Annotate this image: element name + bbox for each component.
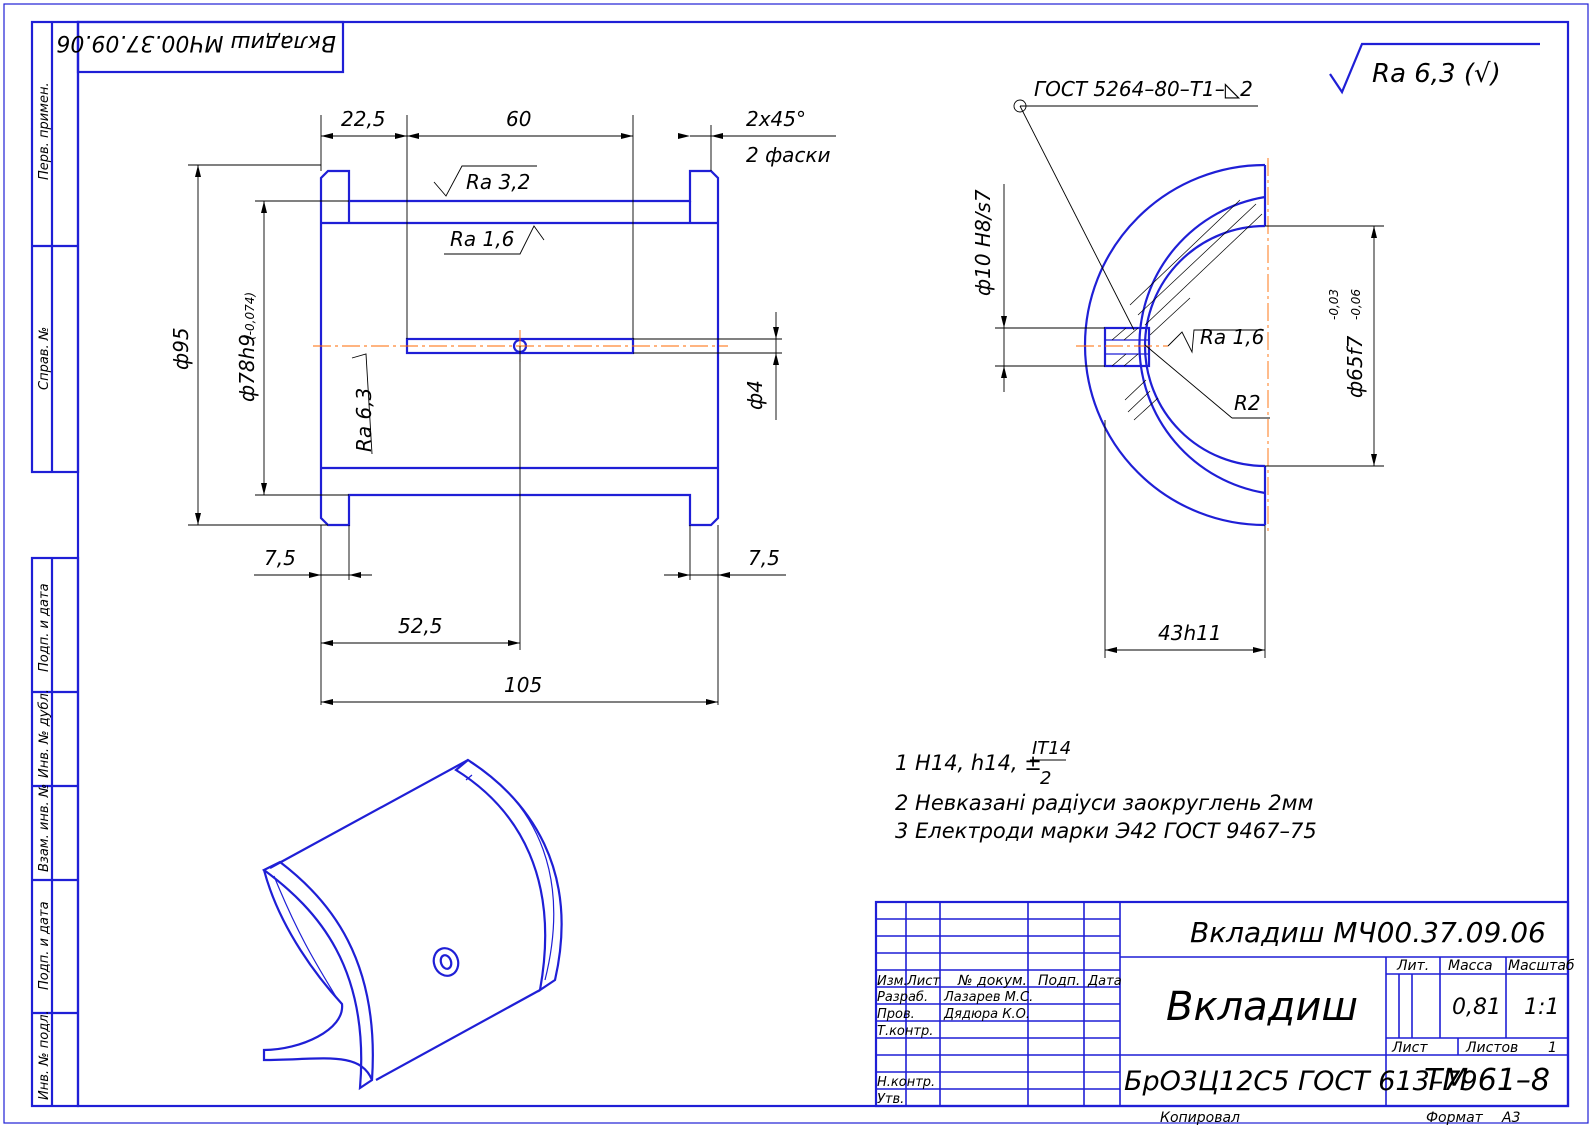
- mirrored-stamp: Вкладиш МЧ00.37.09.06: [56, 20, 345, 74]
- weld-hatching: [1124, 199, 1263, 421]
- note-2: 2 Невказані радіуси заокруглень 2мм: [895, 791, 1313, 815]
- format-value: А3: [1501, 1110, 1520, 1126]
- ra-3-2: Ra 3,2: [466, 170, 530, 194]
- dim-phi-65-tol-top: -0,03: [1327, 289, 1341, 320]
- dim-phi-65-tol-bot: -0,06: [1349, 289, 1363, 320]
- front-dimensions: 22,5 60 2x45° 2 фаски Ra 3,2 Ra 1,6 Ra 6…: [169, 107, 836, 705]
- dim-chamfer: 2x45°: [746, 107, 806, 131]
- hdr-list: Лист: [906, 974, 940, 989]
- strip-label-podp2: Подп. и дата: [37, 901, 52, 990]
- mass-value: 0,81: [1452, 995, 1501, 1020]
- note-1-den: 2: [1040, 768, 1051, 789]
- note-1-num: IT14: [1032, 738, 1071, 759]
- mirrored-stamp-text: Вкладиш МЧ00.37.09.06: [56, 30, 336, 55]
- side-view: [1076, 158, 1269, 532]
- sheet-label: Лист: [1391, 1040, 1428, 1056]
- dim-52-5: 52,5: [398, 614, 443, 638]
- strip-label-podp1: Подп. и дата: [37, 583, 52, 672]
- strip-label-sprav: Справ. №: [37, 327, 52, 390]
- general-roughness-text: Ra 6,3 (√): [1372, 59, 1501, 89]
- title-name: Вкладиш: [1166, 984, 1358, 1030]
- hdr-data: Дата: [1087, 974, 1122, 989]
- strip-label-vzam: Взам. инв. №: [37, 784, 52, 872]
- scale-value: 1:1: [1524, 995, 1559, 1020]
- ra-1-6: Ra 1,6: [450, 227, 514, 251]
- front-view: [313, 169, 728, 527]
- row-role-4: Утв.: [877, 1092, 904, 1107]
- row-role-1: Пров.: [877, 1007, 915, 1022]
- title-block: Вкладиш МЧ00.37.09.06 Вкладиш БрО3Ц12С5 …: [874, 900, 1575, 1126]
- dim-phi-4: ф4: [743, 380, 767, 410]
- dim-chamfer-count: 2 фаски: [746, 143, 831, 167]
- dim-phi-95: ф95: [169, 327, 193, 370]
- dim-105: 105: [504, 673, 542, 697]
- dim-phi-78: ф78h9: [235, 334, 259, 402]
- title-designation: Вкладиш МЧ00.37.09.06: [1190, 916, 1546, 949]
- title-org: ТМ 61–8: [1424, 1063, 1550, 1098]
- row-role-3: Н.контр.: [877, 1075, 935, 1090]
- dim-22-5: 22,5: [341, 107, 386, 131]
- title-material: БрО3Ц12С5 ГОСТ 613–79: [1124, 1066, 1478, 1097]
- dim-7-5-right: 7,5: [748, 546, 780, 570]
- hdr-podp: Подп.: [1038, 973, 1080, 989]
- strip-label-perv: Перв. примен.: [37, 82, 52, 180]
- row-role-2: Т.контр.: [877, 1024, 933, 1039]
- row-name-1: Дядюра К.О.: [943, 1007, 1030, 1022]
- format-label: Формат: [1426, 1110, 1484, 1126]
- row-role-0: Разраб.: [877, 990, 928, 1005]
- dim-r2: R2: [1234, 391, 1261, 415]
- ra-1-6-right: Ra 1,6: [1200, 325, 1264, 349]
- note-3: 3 Електроди марки Э42 ГОСТ 9467–75: [895, 819, 1317, 843]
- ra-6-3: Ra 6,3: [352, 388, 376, 452]
- side-dimensions: ГОСТ 5264–80–Т1–◺2 ф10 H8/s7 Ra 1,6 R2 ф…: [971, 77, 1384, 658]
- scale-label: Масштаб: [1508, 958, 1575, 974]
- mass-label: Масса: [1448, 958, 1493, 974]
- strip-label-inv-podl: Инв. № подл.: [37, 1010, 52, 1100]
- technical-notes: 1 H14, h14, ± IT14 2 2 Невказані радіуси…: [895, 738, 1317, 843]
- hdr-izm: Изм.: [877, 974, 908, 989]
- sheets-value: 1: [1548, 1040, 1557, 1056]
- lit-label: Лит.: [1396, 958, 1429, 974]
- sheets-label: Листов: [1465, 1040, 1518, 1056]
- dim-phi-65: ф65f7: [1343, 335, 1367, 398]
- copied-label: Копировал: [1160, 1110, 1240, 1126]
- general-roughness: Ra 6,3 (√): [1329, 42, 1540, 95]
- sheet-border: [3, 3, 1589, 1124]
- dim-43h11: 43h11: [1158, 621, 1222, 645]
- strip-label-inv-dubl: Инв. № дубл.: [37, 689, 52, 778]
- note-1: 1 H14, h14, ±: [895, 751, 1042, 775]
- row-name-0: Лазарев М.С.: [943, 990, 1033, 1005]
- dim-phi-10: ф10 H8/s7: [971, 189, 995, 296]
- dim-7-5-left: 7,5: [264, 546, 296, 570]
- dim-60: 60: [506, 107, 531, 131]
- weld-note: ГОСТ 5264–80–Т1–◺2: [1034, 77, 1253, 101]
- hdr-doc: № докум.: [957, 973, 1027, 989]
- isometric-view: [261, 758, 563, 1091]
- side-strips: Перв. примен. Справ. № Подп. и дата Инв.…: [30, 20, 80, 1108]
- dim-phi-78-tol: (-0,074): [243, 292, 257, 340]
